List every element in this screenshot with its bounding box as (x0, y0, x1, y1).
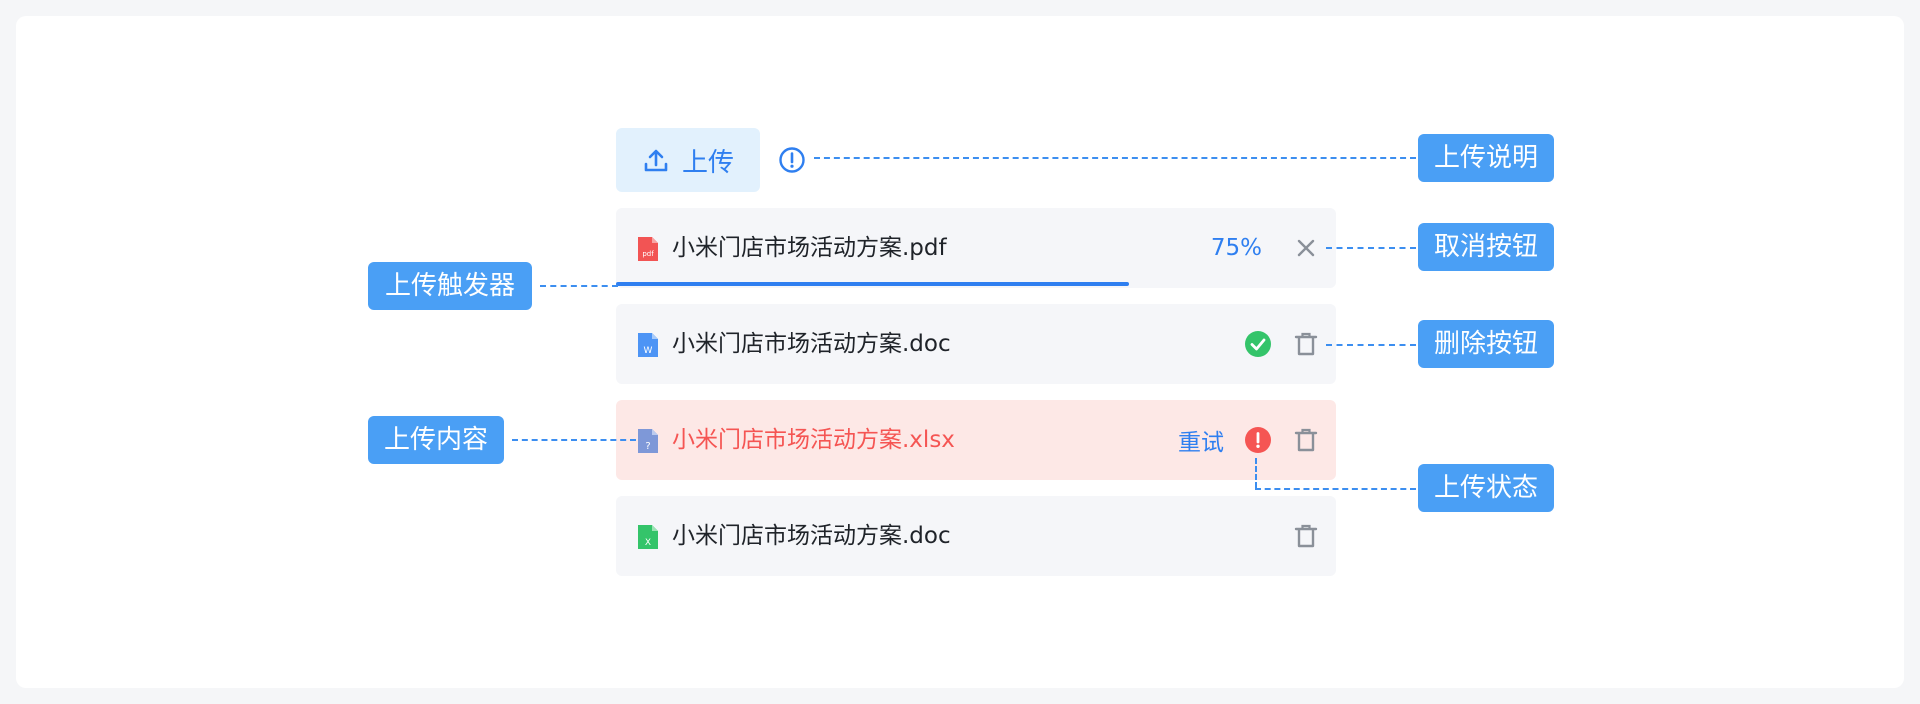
file-name: 小米门店市场活动方案.pdf (672, 235, 947, 261)
file-row-error: ? 小米门店市场活动方案.xlsx 重试 (616, 400, 1336, 480)
annotation-upload-content: 上传内容 (368, 416, 504, 464)
error-icon (1245, 427, 1271, 453)
svg-text:W: W (644, 346, 653, 356)
pdf-file-icon: pdf (638, 237, 658, 261)
info-icon[interactable] (778, 146, 806, 174)
close-icon[interactable] (1292, 234, 1320, 262)
row-actions (1244, 304, 1336, 384)
trash-icon[interactable] (1292, 330, 1320, 358)
svg-text:pdf: pdf (642, 250, 654, 258)
success-check-icon (1245, 331, 1271, 357)
annotation-cancel-button: 取消按钮 (1418, 223, 1554, 271)
word-file-icon: W (638, 333, 658, 357)
connector-upload-status-vertical (1255, 458, 1257, 488)
annotation-delete-button: 删除按钮 (1418, 320, 1554, 368)
row-actions: 75% (1211, 208, 1336, 288)
trash-icon[interactable] (1292, 522, 1320, 550)
connector-upload-trigger (540, 285, 618, 287)
annotation-upload-trigger: 上传触发器 (368, 262, 532, 310)
row-actions (1292, 496, 1336, 576)
connector-upload-description (814, 157, 1416, 159)
row-actions: 重试 (1178, 400, 1336, 480)
file-row-success: W 小米门店市场活动方案.doc (616, 304, 1336, 384)
connector-upload-status (1255, 488, 1416, 490)
file-name: 小米门店市场活动方案.xlsx (672, 427, 955, 453)
svg-text:?: ? (645, 441, 650, 452)
file-name: 小米门店市场活动方案.doc (672, 523, 951, 549)
trash-icon[interactable] (1292, 426, 1320, 454)
upload-progress-text: 75% (1210, 235, 1262, 261)
file-row-done: X 小米门店市场活动方案.doc (616, 496, 1336, 576)
retry-button[interactable]: 重试 (1178, 430, 1224, 456)
connector-cancel-button (1326, 247, 1416, 249)
unknown-file-icon: ? (638, 429, 658, 453)
excel-file-icon: X (638, 525, 658, 549)
upload-icon (644, 149, 668, 172)
annotation-upload-status: 上传状态 (1418, 464, 1554, 512)
upload-progress-bar (616, 282, 1129, 286)
annotation-upload-description: 上传说明 (1418, 134, 1554, 182)
upload-button-label: 上传 (681, 147, 734, 178)
file-name: 小米门店市场活动方案.doc (672, 331, 951, 357)
upload-button[interactable]: 上传 (616, 128, 760, 192)
connector-delete-button (1326, 344, 1416, 346)
svg-text:X: X (645, 538, 651, 548)
connector-upload-content (512, 439, 636, 441)
file-row-uploading: pdf 小米门店市场活动方案.pdf 75% (616, 208, 1336, 288)
